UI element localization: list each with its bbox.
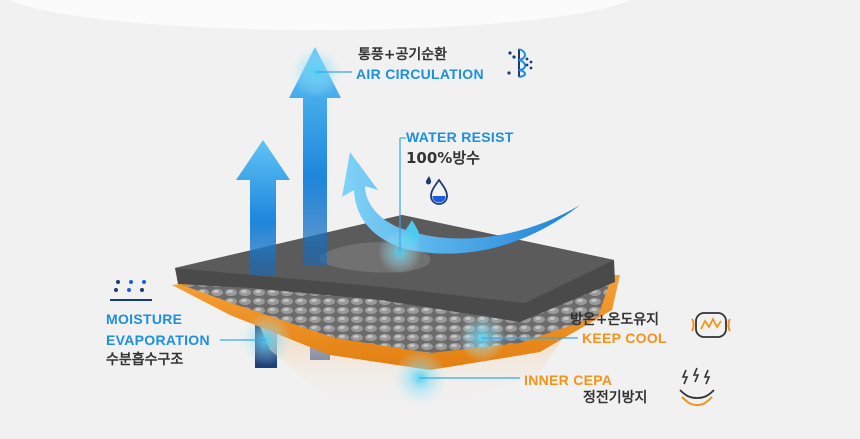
keep-cool-ko: 방온+온도유지 [570,312,660,328]
evaporation-dots-icon [110,280,152,301]
moisture-ko: 수분흡수구조 [106,352,184,368]
anti-static-icon [679,367,715,407]
arrow-up-tall [289,47,341,265]
moisture-en-line1: MOISTURE [106,311,183,327]
vent-airflow-icon [507,48,533,78]
air-circulation-en: AIR CIRCULATION [356,66,484,82]
cool-fabric-icon [691,312,731,338]
leader-lines [220,71,578,379]
arrow-up-small [236,140,290,275]
air-circulation-ko: 통풍+공기순환 [358,47,448,63]
keep-cool-en: KEEP COOL [582,330,667,346]
water-resist-en: WATER RESIST [406,129,514,145]
top-light [10,0,630,30]
air-circulation-arrows [236,47,341,275]
inner-cepa-ko: 정전기방지 [583,390,648,406]
water-resist-ko: 100%방수 [406,149,480,167]
moisture-en-line2: EVAPORATION [106,332,210,348]
inner-cepa-en: INNER CEPA [524,372,613,388]
water-drop-icon [426,176,448,205]
